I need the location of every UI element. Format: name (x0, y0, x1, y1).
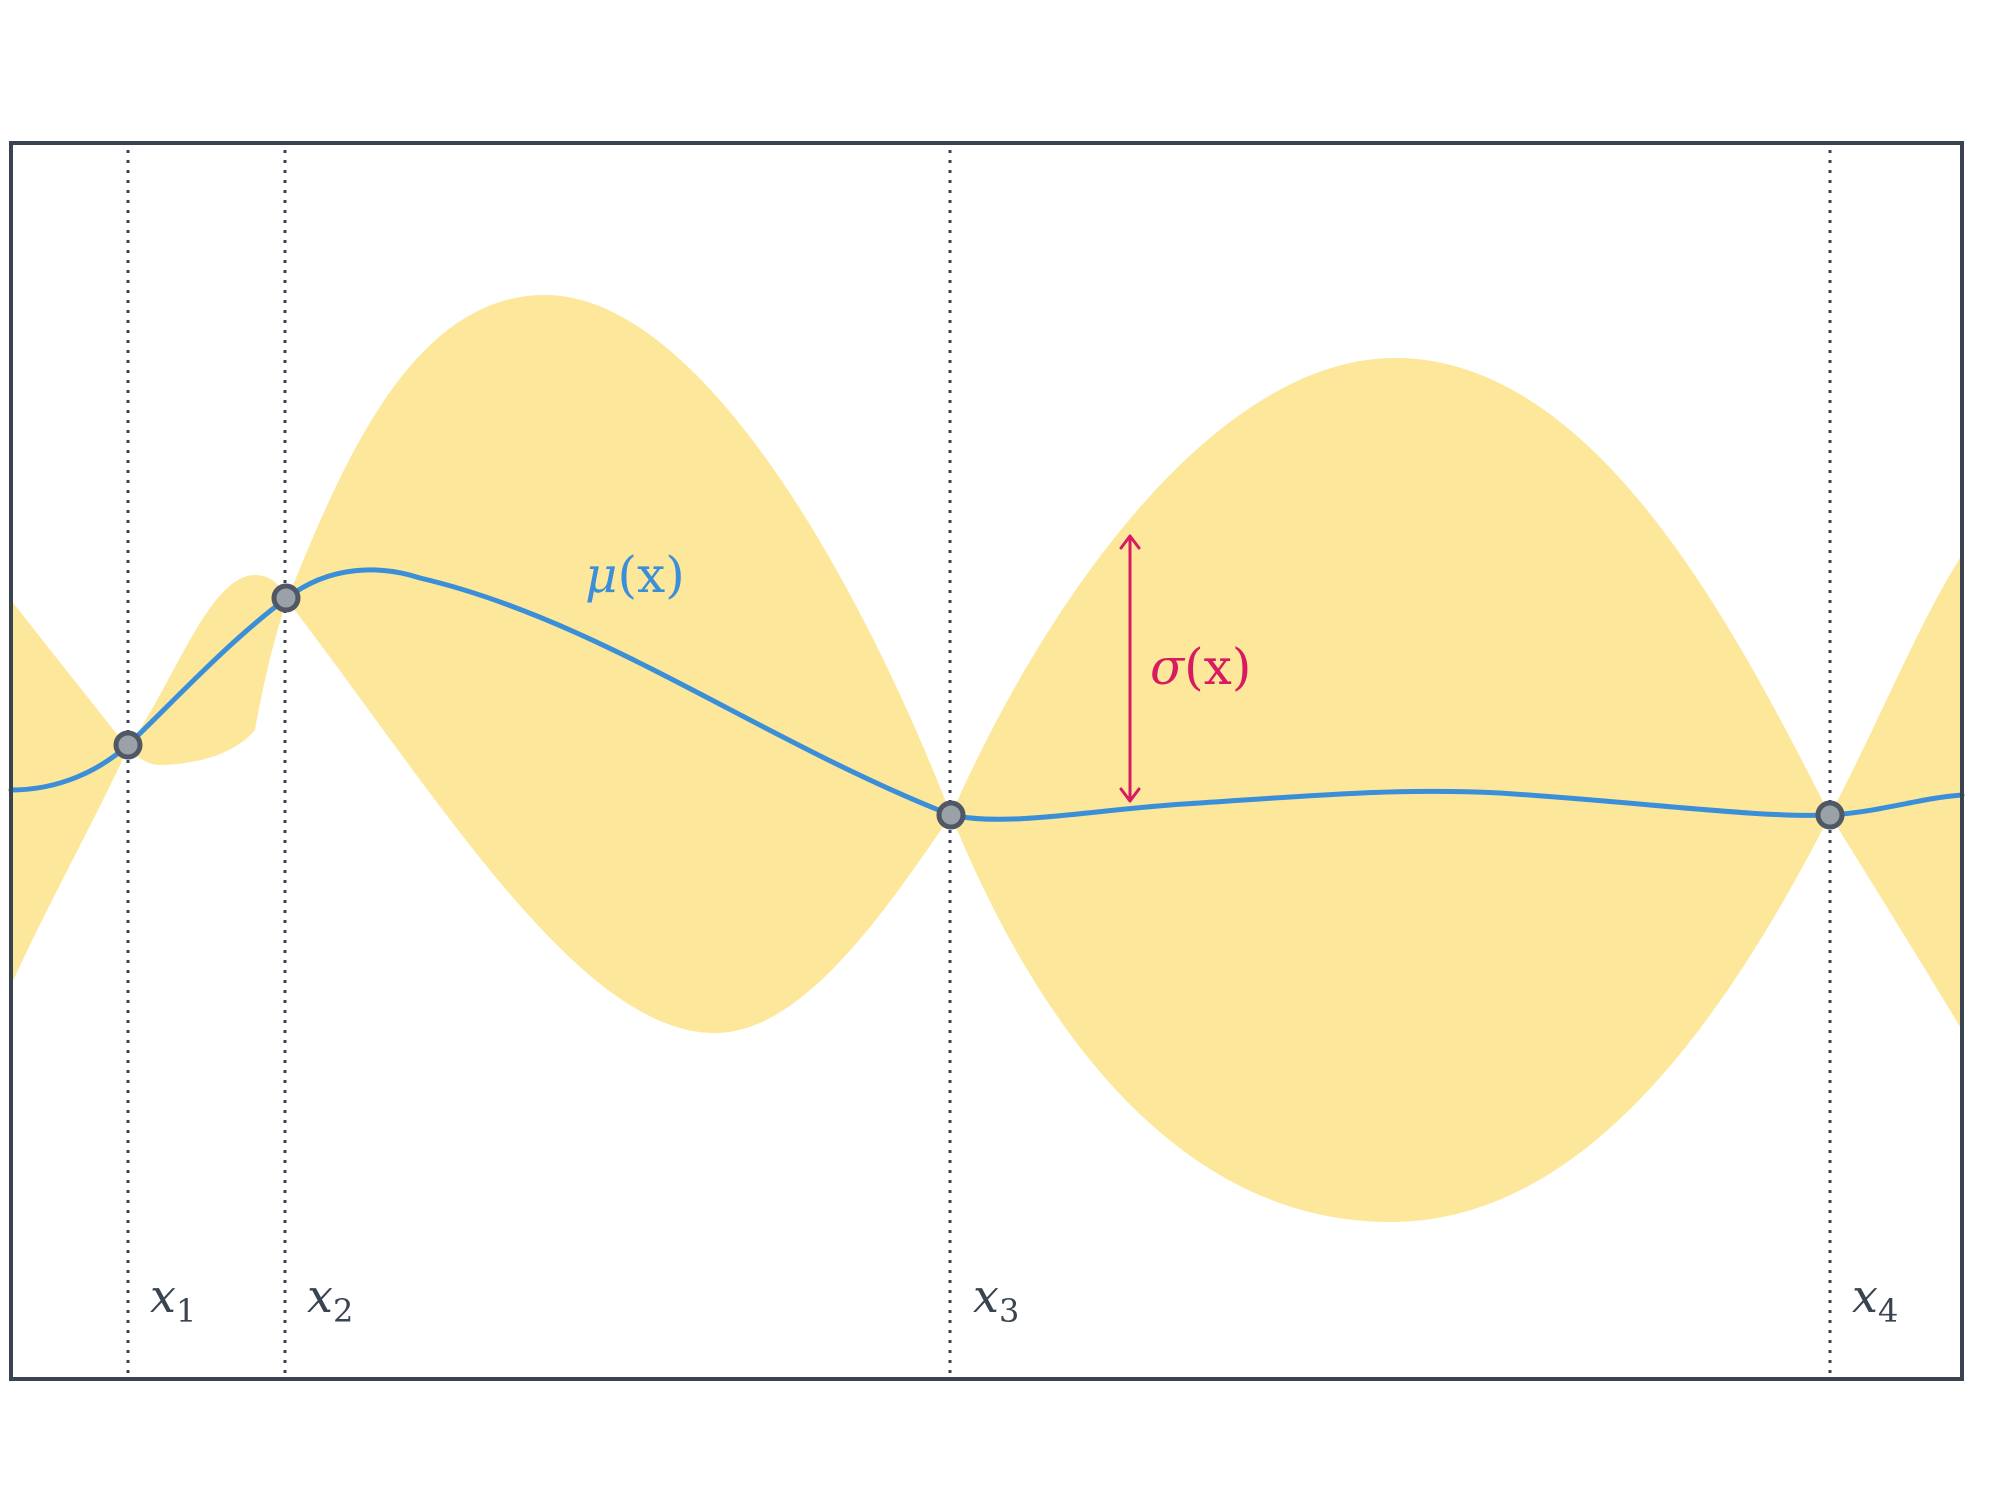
point-x4 (1815, 800, 1845, 830)
label-x1: x1 (150, 1269, 196, 1330)
plot-frame (9, 141, 1964, 1381)
label-x4: x4 (1852, 1269, 1898, 1330)
sigma-arrow (1119, 534, 1141, 803)
point-x1 (113, 730, 143, 760)
label-x2: x2 (307, 1269, 353, 1330)
observation-points (113, 583, 1845, 830)
label-x3: x3 (973, 1269, 1019, 1330)
point-x3 (936, 800, 966, 830)
sigma-label: σ(x) (1150, 638, 1251, 696)
observation-labels: x1 x2 x3 x4 (150, 1269, 1898, 1330)
point-x2 (271, 583, 301, 613)
uncertainty-band (11, 295, 1962, 1222)
mu-label: μ(x) (585, 546, 685, 604)
